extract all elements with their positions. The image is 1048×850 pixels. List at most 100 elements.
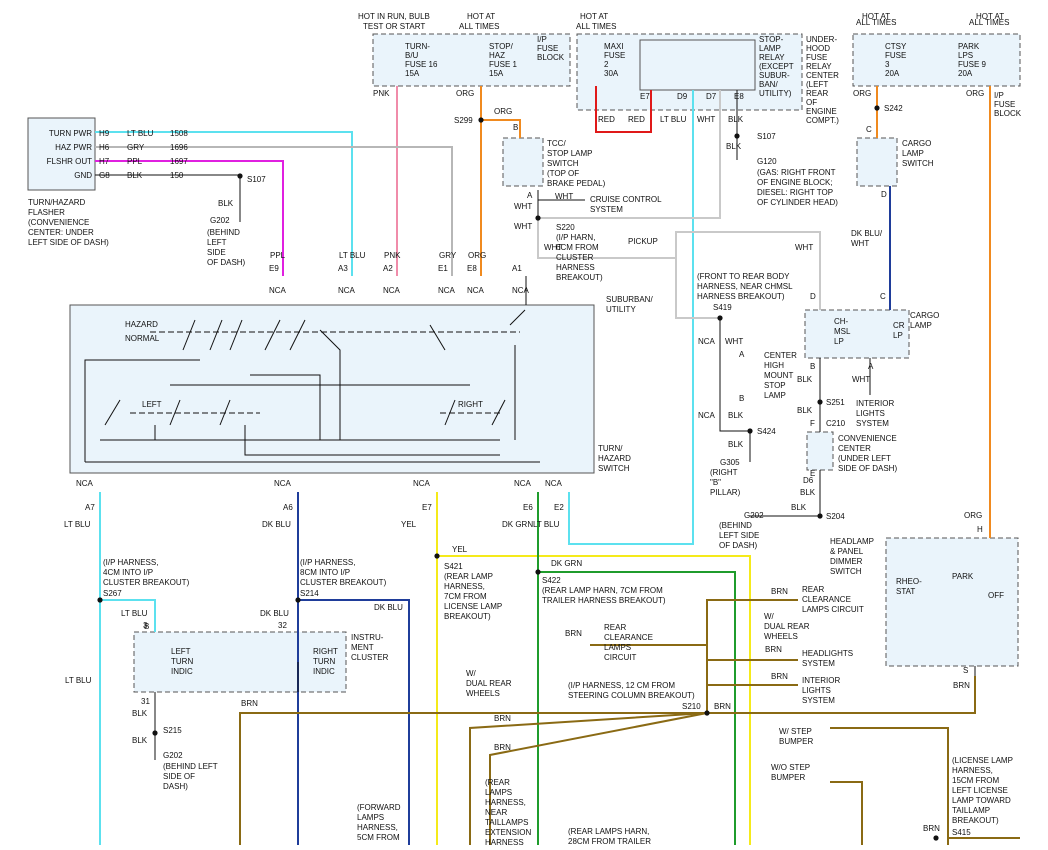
label-switch_connector-label-0: TURN/: [598, 444, 623, 453]
splice-dot: [817, 399, 823, 405]
label-pickup-chmsl-4: LAMP: [764, 391, 786, 400]
label-fuse_block-stop_fuse-1: HAZ: [489, 51, 505, 60]
label-flasher-rows-0-name: TURN PWR: [49, 129, 92, 138]
label-dimmer-park: PARK: [952, 572, 974, 581]
label-switch_connector-top_pins-1-nca: NCA: [338, 286, 356, 295]
label-wire_labels-wht: WHT: [697, 115, 715, 124]
label-lower-s215: S215: [163, 726, 182, 735]
label-flasher-rows-0-circuit: 1508: [170, 129, 188, 138]
label-lower-rear_clear_1-2: LAMPS CIRCUIT: [802, 605, 864, 614]
label-lower-g202_c_loc-0: (BEHIND LEFT: [163, 762, 218, 771]
label-lamps-g202_loc-0: (BEHIND: [719, 521, 752, 530]
label-tcc-label-3: (TOP OF: [547, 169, 579, 178]
label-pin_letters-d: D: [881, 190, 887, 199]
label-right_fuses-park-1: LPS: [958, 51, 973, 60]
label-wire_labels-pnk: PNK: [373, 89, 390, 98]
label-pin_numbers-p3: 3: [143, 621, 148, 630]
label-switch_connector-bottom_pins-3-color: DK GRN: [502, 520, 533, 529]
label-headers-test_start: TEST OR START: [363, 22, 425, 31]
label-flasher-rows-3-name: GND: [74, 171, 92, 180]
label-switch_connector-bottom_pins-2-pin: E7: [422, 503, 432, 512]
label-flasher-rows-3-circuit: 150: [170, 171, 184, 180]
label-lamps-conv_center-0: CONVENIENCE: [838, 434, 897, 443]
label-underhood-maxi-1: FUSE: [604, 51, 625, 60]
label-lamps-g202_loc-1: LEFT SIDE: [719, 531, 759, 540]
label-fuse_block-turn_fuse-3: 15A: [405, 69, 420, 78]
label-lower-rear_clear_1-0: REAR: [802, 585, 824, 594]
label-wire_labels-yel: YEL: [452, 545, 468, 554]
label-lower-w_dual_2-1: DUAL REAR: [466, 679, 512, 688]
label-lamps-cargo_lamp-0: CARGO: [910, 311, 939, 320]
label-lower-g202_c: G202: [163, 751, 183, 760]
splice-dot: [535, 215, 541, 221]
splice-dot: [535, 569, 541, 575]
label-lamps-s251: S251: [826, 398, 845, 407]
label-headers-hot_at_4: HOT AT: [976, 12, 1004, 21]
label-pickup-g305_loc-2: PILLAR): [710, 488, 741, 497]
label-lower-left_indic-0: LEFT: [171, 647, 191, 656]
label-wire_labels-brn: BRN: [241, 699, 258, 708]
label-lower-s422_loc-1: TRAILER HARNESS BREAKOUT): [542, 596, 666, 605]
label-wire_labels-brn: BRN: [923, 824, 940, 833]
label-pin_letters-f: F: [810, 419, 815, 428]
label-switch_connector-bottom_pins-4-pin: E2: [554, 503, 564, 512]
label-lower-g202_c_loc-2: DASH): [163, 782, 188, 791]
label-lower-rear_lamps-0: (REAR: [485, 778, 510, 787]
label-switch_connector-hazard: HAZARD: [125, 320, 158, 329]
label-switch_connector-bottom_pins-1-pin: A6: [283, 503, 293, 512]
label-pickup-g305_loc-0: (RIGHT: [710, 468, 738, 477]
label-switch_connector-bottom_pins-0-pin: A7: [85, 503, 95, 512]
label-lower-wo_step-1: BUMPER: [771, 773, 805, 782]
label-lower-lic_harness-4: LAMP TOWARD: [952, 796, 1011, 805]
label-underhood-label-7: OF: [806, 98, 817, 107]
label-headers-all_times_2: ALL TIMES: [576, 22, 616, 31]
label-lower-lic_harness-2: 15CM FROM: [952, 776, 999, 785]
label-switch_connector-bottom_pins-4-nca: NCA: [545, 479, 563, 488]
label-headers-all_times_3: ALL TIMES: [856, 18, 896, 27]
label-pin_letters-b: B: [739, 394, 744, 403]
label-lower-s267_loc-1: 4CM INTO I/P: [103, 568, 153, 577]
label-lower-s415: S415: [952, 828, 971, 837]
label-switch_connector-bottom_pins-3-pin: E6: [523, 503, 533, 512]
label-dimmer-label-0: HEADLAMP: [830, 537, 874, 546]
label-lamps-dk_blu_wht-1: WHT: [851, 239, 869, 248]
label-switch_connector-normal: NORMAL: [125, 334, 160, 343]
label-lower-rear_clear_2-1: CLEARANCE: [604, 633, 653, 642]
label-fuse_block-stop_fuse-3: 15A: [489, 69, 504, 78]
label-tcc-label-1: STOP LAMP: [547, 149, 593, 158]
label-underhood-relay-4: SUBUR-: [759, 71, 790, 80]
label-flasher-rows-3-color: BLK: [127, 171, 143, 180]
label-cargo_switch-1: LAMP: [902, 149, 924, 158]
label-lamps-chmsl_lp-2: LP: [834, 337, 844, 346]
label-lower-rear_lamps-2: HARNESS,: [485, 798, 526, 807]
label-flasher-rows-0-pin: H9: [99, 129, 110, 138]
label-lower-s210_loc-0: (I/P HARNESS, 12 CM FROM: [568, 681, 675, 690]
label-lower-lic_harness-3: LEFT LICENSE: [952, 786, 1008, 795]
label-lower-s214_loc-1: 8CM INTO I/P: [300, 568, 350, 577]
label-lower-s214: S214: [300, 589, 319, 598]
ip-fuse-block-left: [372, 33, 571, 87]
label-lamps-dk_blu_wht-0: DK BLU/: [851, 229, 883, 238]
label-fuse_block-turn_fuse-1: B/U: [405, 51, 419, 60]
label-right_fuses-ctsy-3: 20A: [885, 69, 900, 78]
label-pickup-harness-2: HARNESS BREAKOUT): [697, 292, 785, 301]
label-flasher-rows-1-circuit: 1696: [170, 143, 188, 152]
label-splices-s220_loc-2: CLUSTER: [556, 253, 594, 262]
label-lower-rear_clear_2-2: LAMPS: [604, 643, 631, 652]
label-lower-instrument-0: INSTRU-: [351, 633, 384, 642]
label-headers-hot_at_2: HOT AT: [580, 12, 608, 21]
label-lower-w_dual_2-0: W/: [466, 669, 477, 678]
label-switch_connector-top_pins-4-pin: E8: [467, 264, 477, 273]
splice-dot: [434, 553, 440, 559]
stop-lamp-relay: [639, 39, 756, 91]
label-lower-rear_lamps-6: HARNESS: [485, 838, 524, 845]
label-pin_letters-e: E: [810, 469, 815, 478]
label-lower-s422: S422: [542, 576, 561, 585]
label-lower-rear_lamps-4: TAILLAMPS: [485, 818, 528, 827]
label-wire_labels-red: RED: [598, 115, 615, 124]
label-switch_connector-top_pins-3-color: GRY: [439, 251, 457, 260]
splice-dot: [97, 597, 103, 603]
label-flasher-caption-1: FLASHER: [28, 208, 65, 217]
label-lower-w_step-1: BUMPER: [779, 737, 813, 746]
